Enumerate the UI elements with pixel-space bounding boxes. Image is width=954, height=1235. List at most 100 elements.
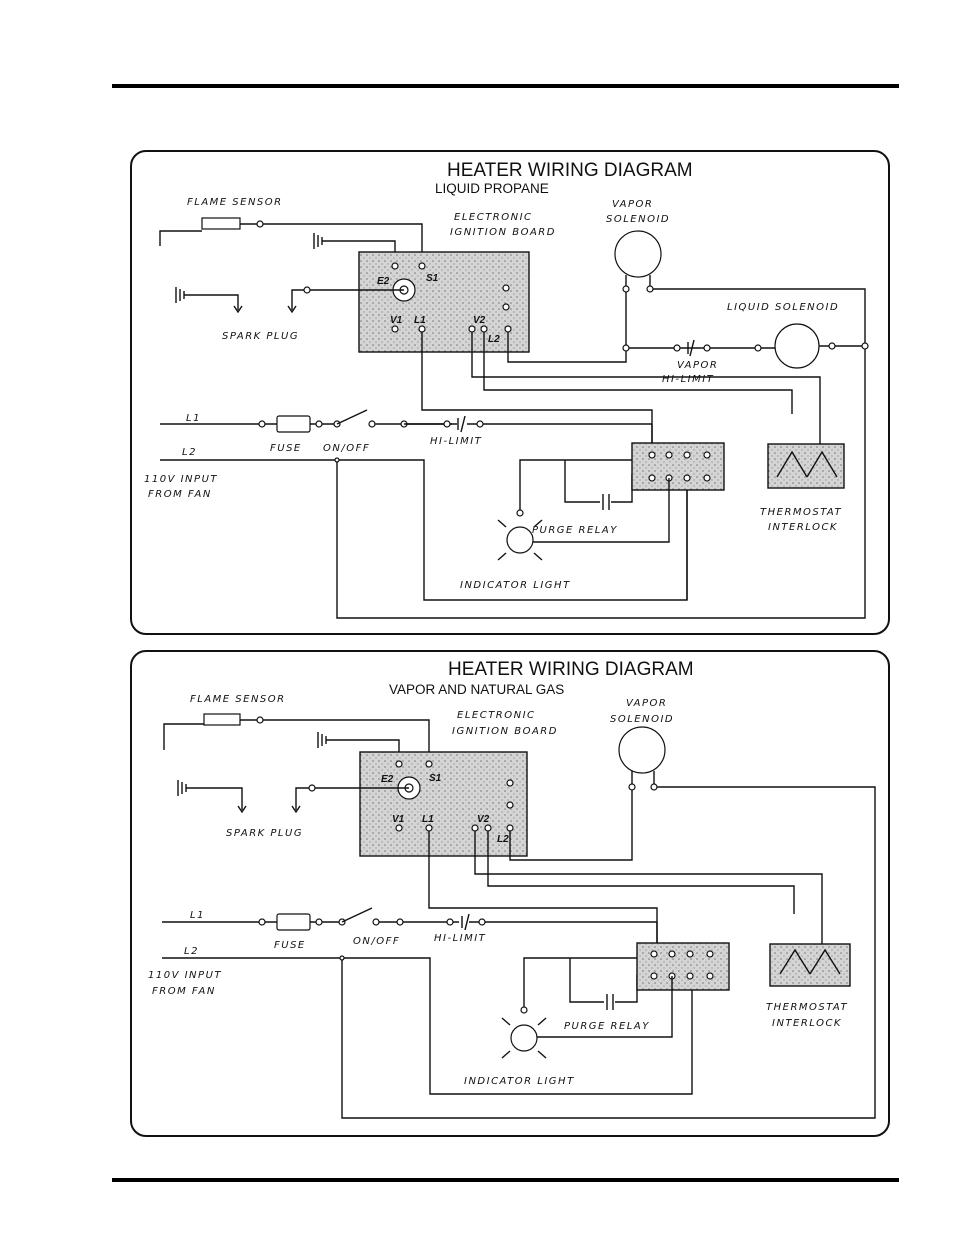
vapor-hi-limit-label: VAPOR — [677, 360, 718, 371]
terminal — [425, 760, 433, 768]
wiring-diagram-1: HEATER WIRING DIAGRAM LIQUID PROPANE FLA… — [144, 160, 869, 619]
liquid-solenoid-wire — [507, 332, 865, 363]
purge-relay-label: PURGE RELAY — [564, 1021, 650, 1032]
terminal — [256, 716, 264, 724]
spark-plug-label: SPARK PLUG — [226, 828, 303, 839]
terminal — [391, 262, 399, 270]
junction — [339, 955, 345, 961]
input-label: FROM FAN — [152, 986, 216, 997]
thermostat-label: INTERLOCK — [768, 522, 838, 533]
l1-label: L1 — [186, 413, 201, 424]
capacitor-icon — [606, 994, 614, 1010]
ignition-board — [359, 751, 528, 857]
vapor-solenoid-label: SOLENOID — [610, 714, 674, 725]
terminal — [443, 420, 451, 428]
diagram-liquid-propane: HEATER WIRING DIAGRAM LIQUID PROPANE FLA… — [130, 150, 890, 635]
pin-l1: L1 — [414, 315, 426, 326]
flame-sensor — [201, 217, 241, 230]
diagram-vapor-natural-gas: HEATER WIRING DIAGRAM VAPOR AND NATURAL … — [130, 650, 890, 1137]
thermostat-interlock — [769, 943, 851, 987]
terminal — [754, 344, 762, 352]
thermostat-label: INTERLOCK — [772, 1018, 842, 1029]
pin-l2: L2 — [488, 334, 500, 345]
board-label: ELECTRONIC — [454, 212, 533, 223]
l2-wire — [162, 957, 693, 1095]
pin-s1: S1 — [429, 773, 442, 784]
terminal — [480, 325, 488, 333]
pin-l2: L2 — [497, 834, 509, 845]
capacitor-icon — [602, 494, 610, 510]
diagram-title: HEATER WIRING DIAGRAM — [447, 160, 693, 181]
terminal — [504, 325, 512, 333]
indicator-light-label: INDICATOR LIGHT — [460, 580, 571, 591]
pin-s1: S1 — [426, 273, 439, 284]
pin-v1: V1 — [390, 315, 403, 326]
ground-icon — [175, 287, 185, 303]
hi-limit-switch-icon — [457, 415, 466, 433]
purge-relay — [631, 442, 725, 491]
l2-label: L2 — [184, 946, 199, 957]
terminal — [315, 918, 323, 926]
terminal — [683, 451, 691, 459]
terminal — [502, 284, 510, 292]
terminal — [828, 342, 836, 350]
flame-sensor-label: FLAME SENSOR — [187, 197, 283, 208]
pin-v2: V2 — [473, 315, 486, 326]
spark-gap — [237, 805, 247, 814]
solenoid-leads — [631, 771, 655, 785]
hi-limit-switch-icon — [461, 913, 470, 931]
terminal — [303, 286, 311, 294]
terminal — [425, 824, 433, 832]
terminal — [476, 420, 484, 428]
relay-output-wire — [530, 478, 688, 600]
pin-e2: E2 — [377, 276, 390, 287]
terminal — [506, 779, 514, 787]
spark-gap — [287, 305, 297, 314]
terminal — [706, 972, 714, 980]
l1-label: L1 — [190, 910, 205, 921]
terminal — [395, 760, 403, 768]
spark-lead-wire — [295, 787, 409, 810]
return-wire — [341, 786, 876, 1119]
terminal — [418, 325, 426, 333]
indicator-light-icon — [501, 1006, 547, 1059]
vapor-hi-limit-switch-icon — [687, 339, 695, 357]
terminal — [628, 783, 636, 791]
input-label: FROM FAN — [148, 489, 212, 500]
fuse-label: FUSE — [274, 940, 306, 951]
terminal — [471, 824, 479, 832]
terminal — [506, 801, 514, 809]
footer-rule — [112, 1178, 899, 1182]
indicator-light-icon — [497, 509, 543, 561]
terminal — [703, 474, 711, 482]
on-off-label: ON/OFF — [353, 936, 400, 947]
terminal — [650, 950, 658, 958]
terminal — [256, 220, 264, 228]
fuse-label: FUSE — [270, 443, 302, 454]
input-label: 110V INPUT — [144, 474, 218, 485]
board-label: IGNITION BOARD — [452, 726, 558, 737]
terminal — [315, 420, 323, 428]
thermostat-interlock — [767, 443, 845, 489]
terminal — [396, 918, 404, 926]
wiring-diagram-2: HEATER WIRING DIAGRAM VAPOR AND NATURAL … — [148, 659, 876, 1119]
diagram-subtitle: VAPOR AND NATURAL GAS — [389, 682, 564, 697]
pin-v1: V1 — [392, 814, 405, 825]
terminal — [650, 972, 658, 980]
vapor-solenoid-label: VAPOR — [612, 199, 653, 210]
ground-icon — [317, 732, 327, 748]
flame-sensor-label: FLAME SENSOR — [190, 694, 286, 705]
terminal — [703, 344, 711, 352]
pin-v2: V2 — [477, 814, 490, 825]
terminal — [502, 303, 510, 311]
on-off-switch-icon — [336, 409, 368, 425]
terminal — [650, 783, 658, 791]
terminal — [668, 950, 676, 958]
ground-icon — [313, 233, 323, 249]
thermostat-contacts — [779, 948, 841, 975]
purge-relay — [636, 942, 730, 991]
terminal — [861, 342, 869, 350]
terminal — [468, 325, 476, 333]
vapor-hi-limit-label: HI-LIMIT — [662, 374, 714, 385]
thermostat-label: THERMOSTAT — [760, 507, 842, 518]
